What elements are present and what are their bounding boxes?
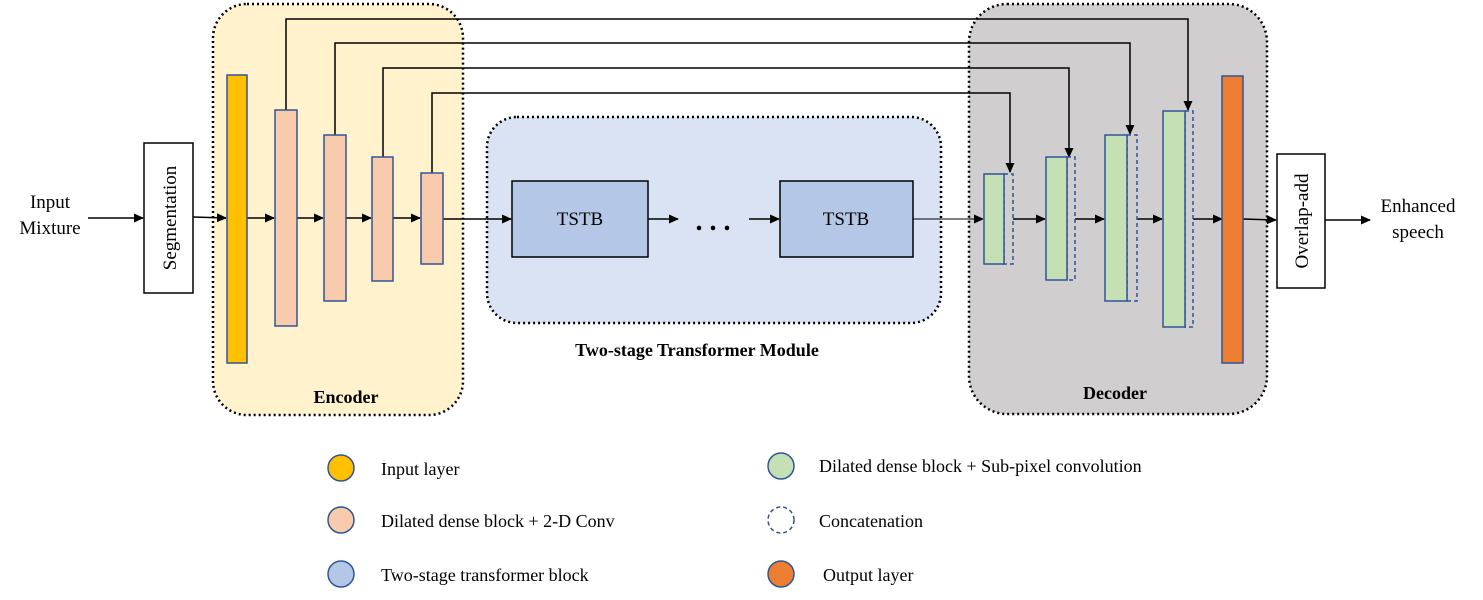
legend-swatch-encoder-block	[327, 506, 355, 534]
decoder-block-4	[1162, 110, 1186, 328]
decoder-title: Decoder	[1083, 383, 1147, 403]
legend-swatch-tstb	[327, 560, 355, 588]
skip-connection-1	[285, 18, 1193, 111]
legend-swatch-concatenation	[767, 506, 795, 534]
encoder-block-4	[420, 172, 444, 265]
decoder-block-2	[1045, 156, 1068, 281]
legend-swatch-input-layer	[327, 454, 355, 482]
input-layer	[226, 74, 248, 364]
encoder-block-1	[274, 109, 298, 327]
legend-label-concatenation: Concatenation	[819, 511, 923, 531]
legend-swatch-decoder-block	[767, 452, 795, 480]
output-label-line2: speech	[1392, 222, 1444, 243]
legend-label-input-layer: Input layer	[381, 459, 459, 479]
encoder-block-2	[323, 134, 347, 302]
legend-swatch-output-layer	[767, 560, 795, 588]
input-label-line2: Mixture	[19, 218, 80, 239]
skip-connection-4	[431, 92, 1015, 173]
skip-connection-2	[334, 42, 1135, 135]
output-label-line1: Enhanced	[1381, 196, 1456, 217]
module-title: Two-stage Transformer Module	[575, 340, 819, 360]
skip-connections	[285, 18, 1193, 173]
segmentation-box	[143, 142, 194, 294]
skip-connection-3	[382, 67, 1074, 158]
tstb-block-last	[779, 180, 914, 258]
segmentation-label: Segmentation	[160, 165, 181, 270]
legend-label-decoder-block: Dilated dense block + Sub-pixel convolut…	[819, 456, 1142, 476]
tstb-last-label: TSTB	[823, 209, 869, 230]
encoder-title: Encoder	[314, 387, 379, 407]
decoder-block-3	[1104, 134, 1128, 302]
legend-label-tstb: Two-stage transformer block	[381, 565, 589, 585]
output-layer	[1221, 75, 1244, 364]
legend-label-encoder-block: Dilated dense block + 2-D Conv	[381, 511, 615, 531]
arrow-seg-to-input-layer	[192, 213, 227, 223]
overlap-add-label: Overlap-add	[1292, 173, 1313, 268]
arrow-out-to-ola	[1242, 215, 1277, 225]
overlap-add-box	[1276, 153, 1326, 289]
encoder-block-3	[371, 156, 394, 282]
decoder-block-1	[983, 173, 1005, 265]
ellipsis: . . .	[696, 206, 731, 237]
tstb-block-first	[511, 180, 649, 258]
legend: Input layer Dilated dense block + 2-D Co…	[327, 452, 1142, 588]
legend-label-output-layer: Output layer	[823, 565, 913, 585]
flow-arrows	[88, 213, 1371, 225]
tstb-first-label: TSTB	[557, 209, 603, 230]
input-label-line1: Input	[30, 192, 71, 213]
concat-2	[1066, 156, 1076, 281]
transformer-module-region	[485, 115, 943, 325]
